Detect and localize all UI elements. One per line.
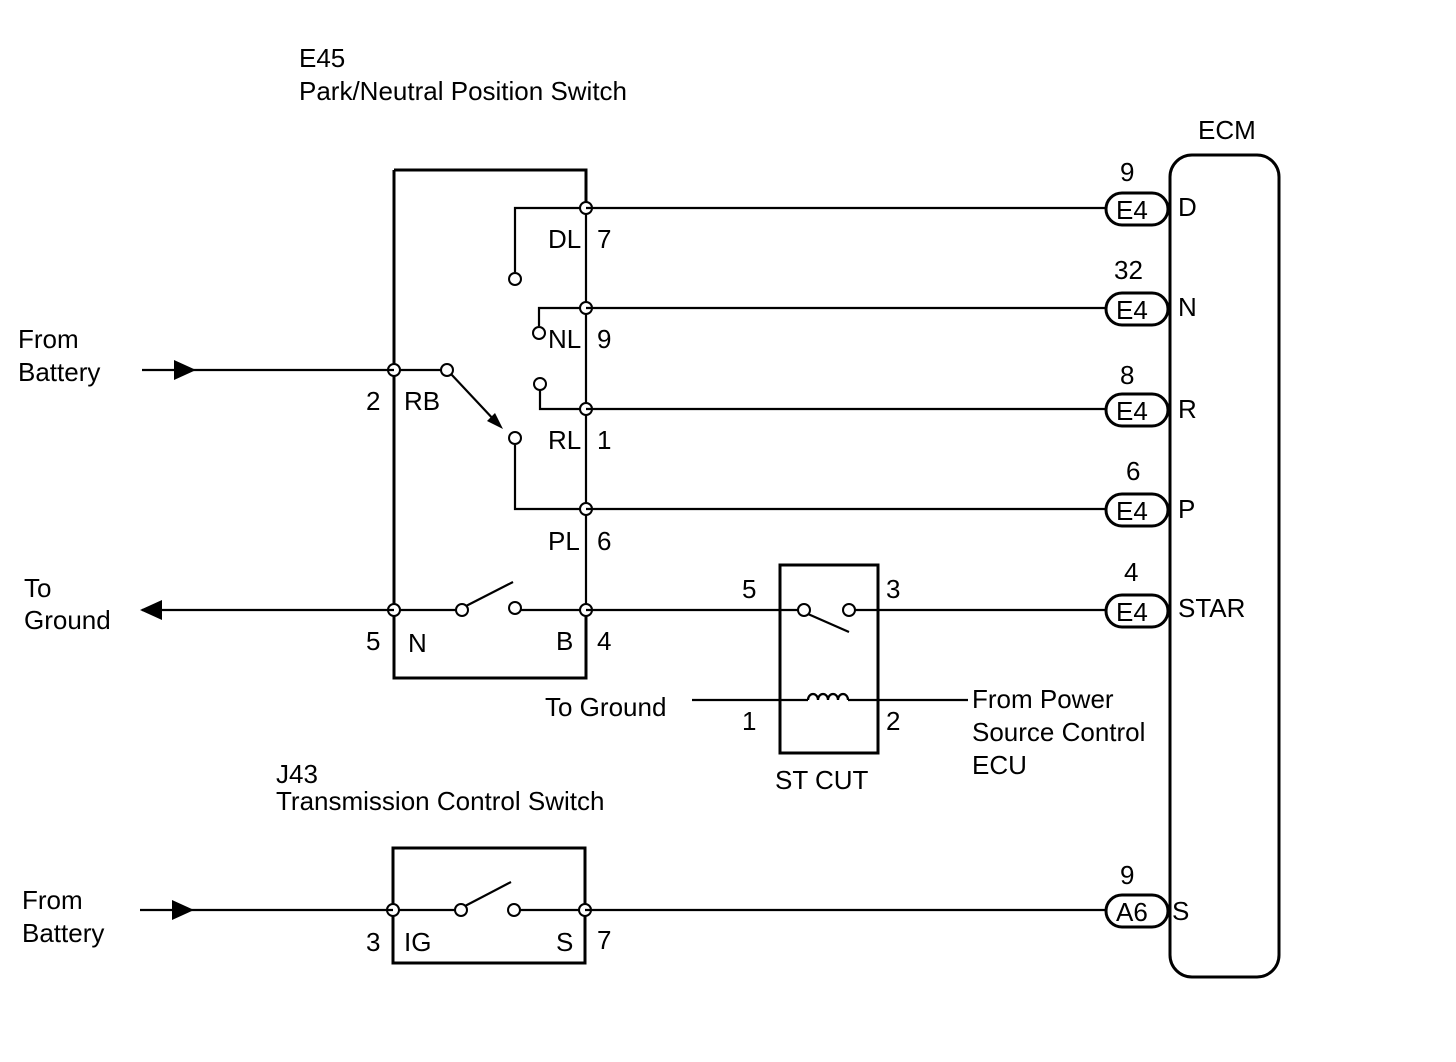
relay-pin-2: 2 bbox=[886, 706, 900, 736]
arrow-left-icon bbox=[140, 600, 162, 620]
tc-terminal-s-pin: 7 bbox=[597, 925, 611, 955]
ecm-input-s: 9 A6 S bbox=[1104, 860, 1189, 929]
pn-switch: DL 7 NL 9 2 RB RL 1 PL 6 5 N B 4 bbox=[366, 168, 611, 680]
svg-text:ECU: ECU bbox=[972, 750, 1027, 780]
terminal-b-pin: 4 bbox=[597, 626, 611, 656]
terminal-b: B bbox=[556, 626, 573, 656]
svg-text:D: D bbox=[1178, 192, 1197, 222]
terminal-rl: RL bbox=[548, 425, 581, 455]
tc-terminal-ig: IG bbox=[404, 927, 431, 957]
svg-text:32: 32 bbox=[1114, 255, 1143, 285]
relay-pin-1: 1 bbox=[742, 706, 756, 736]
svg-text:E4: E4 bbox=[1116, 195, 1148, 225]
svg-text:Ground: Ground bbox=[24, 605, 111, 635]
svg-text:N: N bbox=[1178, 292, 1197, 322]
terminal-dl: DL bbox=[548, 224, 581, 254]
svg-text:STAR: STAR bbox=[1178, 593, 1245, 623]
svg-text:E4: E4 bbox=[1116, 496, 1148, 526]
from-battery-upper: From Battery bbox=[18, 324, 394, 387]
svg-text:9: 9 bbox=[1120, 157, 1134, 187]
pn-switch-code: E45 bbox=[299, 43, 345, 73]
relay-pin-5: 5 bbox=[742, 574, 756, 604]
tc-terminal-s: S bbox=[556, 927, 573, 957]
ecm-input-star: 4 E4 STAR bbox=[1104, 557, 1245, 629]
terminal-nl: NL bbox=[548, 324, 581, 354]
svg-text:E4: E4 bbox=[1116, 597, 1148, 627]
to-ground-upper: To Ground bbox=[24, 573, 394, 635]
svg-text:E4: E4 bbox=[1116, 396, 1148, 426]
svg-text:4: 4 bbox=[1124, 557, 1138, 587]
ecm-input-p: 6 E4 P bbox=[1104, 456, 1195, 528]
arrow-right-icon bbox=[172, 900, 194, 920]
tc-switch: 3 IG S 7 bbox=[366, 846, 611, 965]
terminal-rb-pin: 2 bbox=[366, 386, 380, 416]
terminal-dl-pin: 7 bbox=[597, 224, 611, 254]
ecm-input-r: 8 E4 R bbox=[1104, 360, 1197, 428]
tc-terminal-ig-pin: 3 bbox=[366, 927, 380, 957]
terminal-pl: PL bbox=[548, 526, 580, 556]
pn-switch-name: Park/Neutral Position Switch bbox=[299, 76, 627, 106]
terminal-pl-pin: 6 bbox=[597, 526, 611, 556]
svg-text:6: 6 bbox=[1126, 456, 1140, 486]
svg-text:Battery: Battery bbox=[18, 357, 100, 387]
ecm-title: ECM bbox=[1198, 115, 1256, 145]
from-power-source-ecu: From Power Source Control ECU bbox=[972, 684, 1145, 780]
from-battery-lower: From Battery bbox=[22, 885, 393, 948]
terminal-n: N bbox=[408, 628, 427, 658]
to-ground-relay: To Ground bbox=[545, 692, 666, 722]
svg-text:Source Control: Source Control bbox=[972, 717, 1145, 747]
svg-text:E4: E4 bbox=[1116, 295, 1148, 325]
svg-text:To: To bbox=[24, 573, 51, 603]
ecm-input-n: 32 E4 N bbox=[1104, 255, 1197, 327]
svg-text:9: 9 bbox=[1120, 860, 1134, 890]
svg-text:From Power: From Power bbox=[972, 684, 1114, 714]
arrow-right-icon bbox=[174, 360, 196, 380]
svg-text:P: P bbox=[1178, 494, 1195, 524]
terminal-n-pin: 5 bbox=[366, 626, 380, 656]
st-cut-relay: 5 3 1 2 ST CUT bbox=[692, 563, 968, 795]
terminal-nl-pin: 9 bbox=[597, 324, 611, 354]
svg-text:From: From bbox=[18, 324, 79, 354]
svg-text:From: From bbox=[22, 885, 83, 915]
svg-text:Battery: Battery bbox=[22, 918, 104, 948]
relay-pin-3: 3 bbox=[886, 574, 900, 604]
ecm-input-d: 9 E4 D bbox=[1104, 157, 1197, 227]
svg-text:S: S bbox=[1172, 896, 1189, 926]
tc-switch-name: Transmission Control Switch bbox=[276, 786, 604, 816]
terminal-rb: RB bbox=[404, 386, 440, 416]
coil-icon bbox=[806, 692, 850, 701]
svg-text:R: R bbox=[1178, 394, 1197, 424]
tc-switch-code: J43 bbox=[276, 759, 318, 789]
svg-text:8: 8 bbox=[1120, 360, 1134, 390]
relay-name: ST CUT bbox=[775, 765, 869, 795]
svg-text:A6: A6 bbox=[1116, 897, 1148, 927]
ecm-box bbox=[1168, 153, 1281, 979]
terminal-rl-pin: 1 bbox=[597, 425, 611, 455]
